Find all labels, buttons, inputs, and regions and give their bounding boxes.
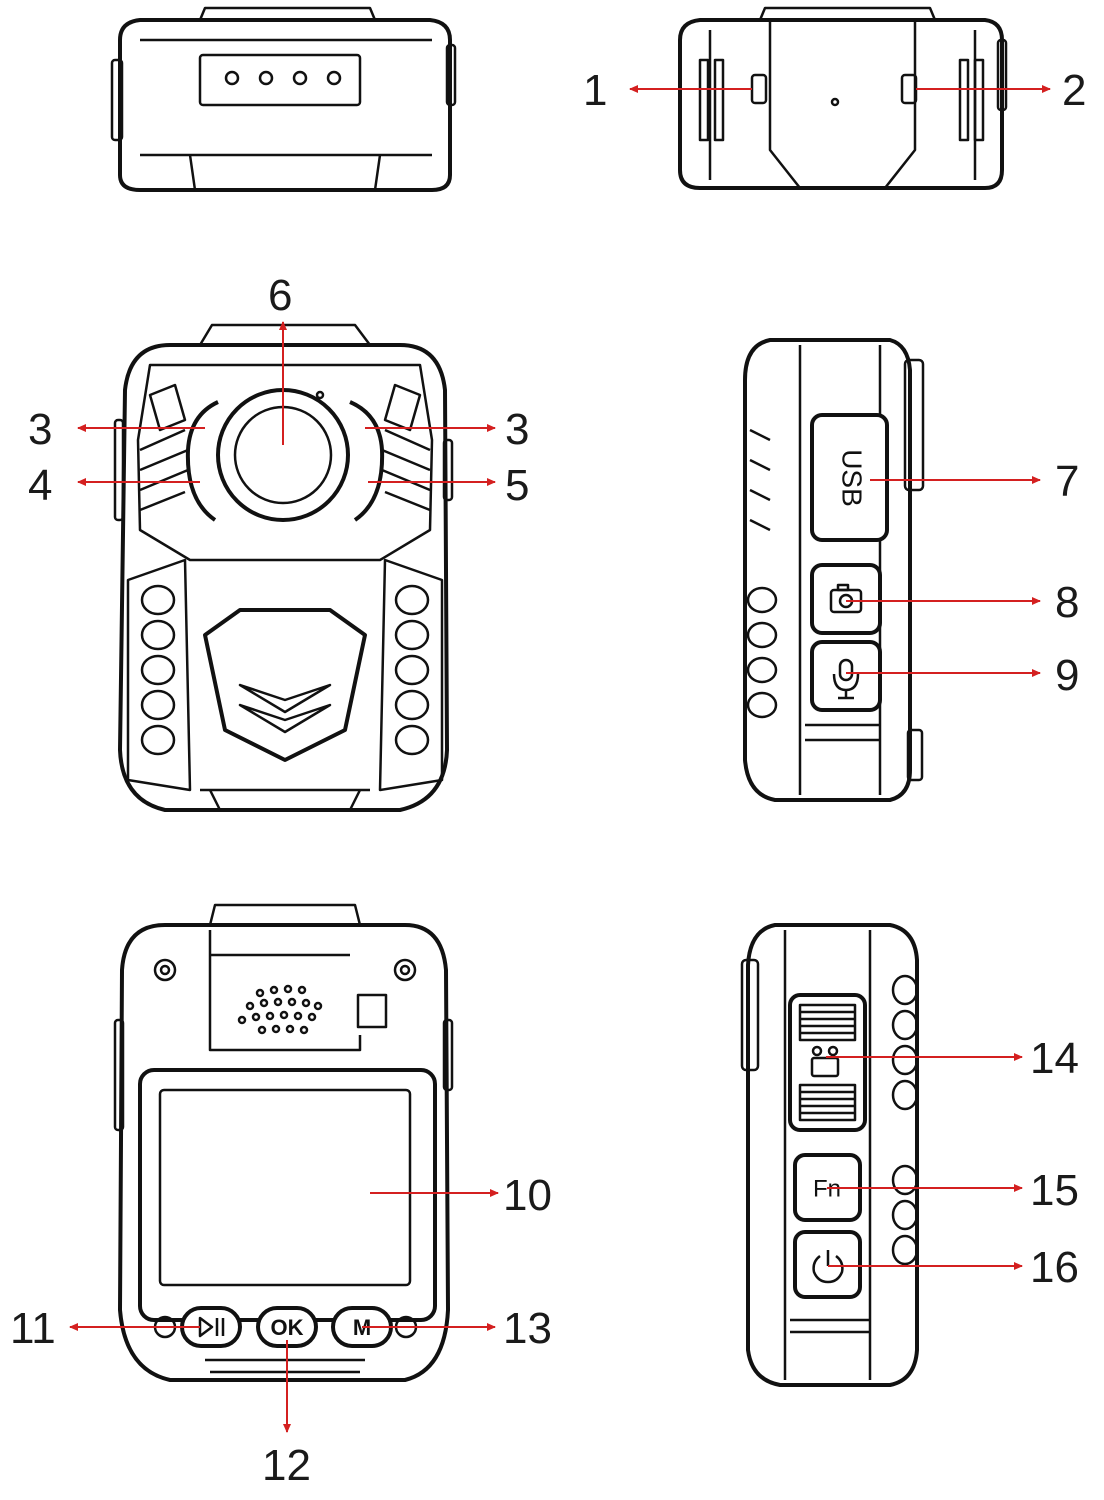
- right-ir-led: [349, 400, 385, 522]
- callout-1: 1: [583, 66, 607, 115]
- power-button[interactable]: [793, 1230, 862, 1299]
- microphone-button[interactable]: [810, 640, 882, 712]
- bottom-view: [678, 6, 1008, 190]
- left-ir-led: [185, 400, 219, 522]
- front-side-grips-right: [378, 558, 444, 792]
- callout-3-left: 3: [28, 405, 52, 454]
- callout-3-right: 3: [505, 405, 529, 454]
- callout-12: 12: [262, 1441, 311, 1490]
- callout-2: 2: [1062, 66, 1086, 115]
- side-grips-right: [891, 974, 919, 1266]
- side-view-usb: USB: [743, 338, 925, 802]
- shield-badge: [203, 608, 367, 762]
- callout-10: 10: [503, 1171, 552, 1220]
- callout-numbers: 1 2 3 3 4 5 6 7 8 9 10 11 12 13 14 15 16: [10, 66, 1086, 1490]
- usb-label: USB: [837, 449, 868, 507]
- front-vents-left: [139, 428, 189, 512]
- top-view-dots: [224, 70, 342, 86]
- usb-port-cover[interactable]: USB: [810, 413, 889, 542]
- callout-6: 6: [268, 271, 292, 320]
- side-grips: [746, 586, 778, 719]
- callout-4: 4: [28, 461, 52, 510]
- callout-14: 14: [1030, 1034, 1079, 1083]
- lcd-screen: [158, 1088, 412, 1287]
- left-port: [750, 73, 768, 105]
- front-side-grips-left: [126, 558, 192, 792]
- callout-5: 5: [505, 461, 529, 510]
- callout-9: 9: [1055, 651, 1079, 700]
- callout-16: 16: [1030, 1243, 1079, 1292]
- camera-button[interactable]: [810, 563, 882, 635]
- callout-8: 8: [1055, 578, 1079, 627]
- microphone-icon: [832, 658, 860, 700]
- callout-15: 15: [1030, 1166, 1079, 1215]
- record-switch[interactable]: [788, 993, 867, 1132]
- callout-13: 13: [503, 1304, 552, 1353]
- callout-arrows: [69, 85, 1051, 1433]
- front-vents-right: [381, 428, 431, 512]
- speaker-grille: [237, 984, 323, 1035]
- back-view: OK M: [113, 903, 454, 1382]
- sensor-window: [356, 993, 388, 1029]
- side-view-fn: Fn: [740, 923, 919, 1387]
- ok-button-label: OK: [271, 1315, 304, 1340]
- callout-11: 11: [10, 1304, 56, 1353]
- top-view: [110, 6, 457, 192]
- callout-7: 7: [1055, 457, 1079, 506]
- video-record-icon: [810, 1045, 840, 1078]
